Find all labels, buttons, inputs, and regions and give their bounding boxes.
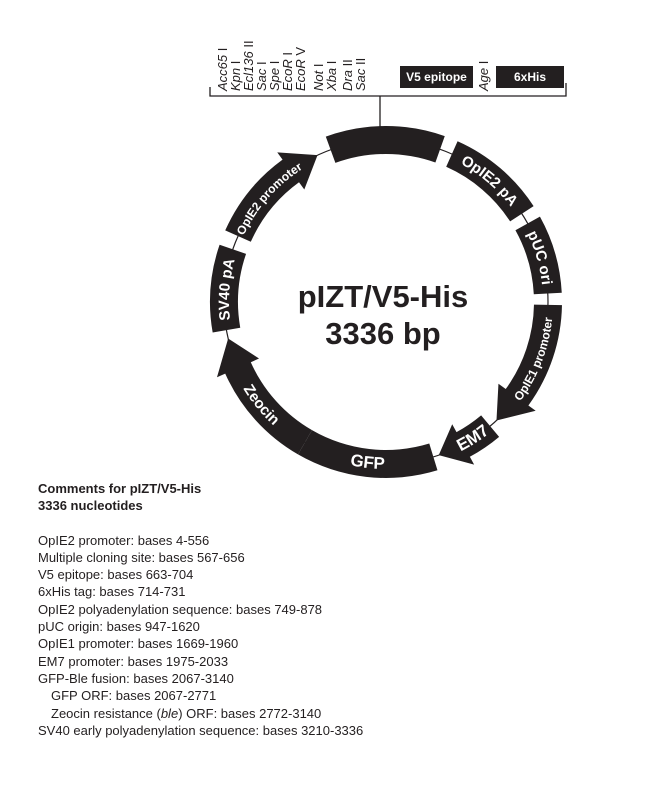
- comments-section: Comments for pIZT/V5-His 3336 nucleotide…: [38, 480, 363, 739]
- feature-label: GFP: [349, 450, 385, 473]
- comment-line: 6xHis tag: bases 714-731: [38, 584, 186, 600]
- comment-line: SV40 early polyadenylation sequence: bas…: [38, 722, 364, 738]
- feature-sv40-pa: SV40 pA: [210, 244, 247, 333]
- enzyme-numeral: I: [476, 60, 491, 68]
- comment-line: Multiple cloning site: bases 567-656: [38, 549, 245, 565]
- feature-shape: [438, 415, 500, 465]
- restriction-site-age-i: Age I: [476, 60, 491, 91]
- feature-shape: [446, 141, 534, 222]
- feature-shape: [210, 244, 247, 333]
- feature-label: SV40 pA: [216, 256, 239, 321]
- enzyme-name: EcoR: [293, 59, 308, 91]
- tag-6xhis: 6xHis: [496, 66, 564, 88]
- comment-line: Zeocin resistance (ble) ORF: bases 2772-…: [51, 705, 322, 721]
- comment-line: V5 epitope: bases 663-704: [38, 567, 194, 583]
- feature-shape: [325, 125, 445, 163]
- feature-shape: [496, 304, 562, 421]
- restriction-site-xba-i: Xba I: [324, 60, 339, 91]
- comment-line: OpIE2 promoter: bases 4-556: [38, 532, 210, 548]
- tag-v5-epitope: V5 epitope: [400, 66, 473, 88]
- comments-title: Comments for pIZT/V5-His: [38, 481, 202, 496]
- comment-line: EM7 promoter: bases 1975-2033: [38, 653, 229, 669]
- feature-mcs: [325, 125, 445, 163]
- feature-shape: [298, 430, 438, 479]
- comments-subtitle: 3336 nucleotides: [38, 498, 143, 514]
- enzyme-numeral: I: [215, 47, 230, 55]
- feature-puc-ori: pUC ori: [515, 216, 562, 295]
- enzyme-name: Xba: [324, 67, 339, 91]
- enzyme-numeral: II: [241, 40, 256, 52]
- feature-shape: [216, 338, 312, 455]
- comment-line: OpIE1 promoter: bases 1669-1960: [38, 636, 239, 652]
- enzyme-numeral: II: [353, 57, 368, 69]
- plasmid-size: 3336 bp: [325, 316, 440, 351]
- enzyme-name: Age: [476, 67, 491, 91]
- comment-line: OpIE2 polyadenylation sequence: bases 74…: [38, 601, 323, 617]
- restriction-site-ecor-v: EcoR V: [293, 46, 308, 91]
- feature-shape: [225, 152, 318, 242]
- plasmid-name: pIZT/V5-His: [298, 279, 469, 314]
- feature-gfp: GFP: [298, 430, 438, 479]
- comment-line: pUC origin: bases 947-1620: [38, 619, 200, 635]
- enzyme-numeral: I: [324, 60, 339, 68]
- comment-line: GFP ORF: bases 2067-2771: [51, 688, 217, 704]
- restriction-site-sac-ii: Sac II: [353, 57, 368, 91]
- enzyme-name: Sac: [353, 68, 368, 91]
- mcs-bracket: [209, 83, 567, 128]
- comment-line: GFP-Ble fusion: bases 2067-3140: [38, 670, 234, 686]
- enzyme-numeral: V: [293, 46, 308, 60]
- feature-shape: [515, 216, 562, 295]
